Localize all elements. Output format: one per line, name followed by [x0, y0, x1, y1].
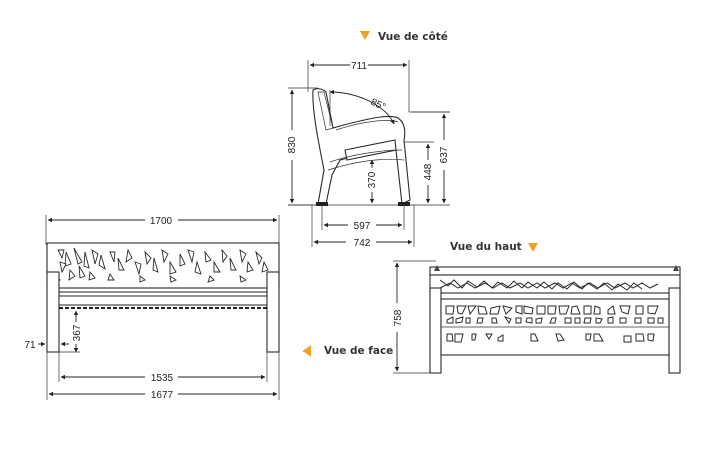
front-view-label: Vue de face: [324, 345, 393, 357]
top-view-marker-icon: [528, 243, 538, 252]
dim-597: 597: [354, 221, 371, 232]
dim-448: 448: [423, 163, 434, 180]
dim-758: 758: [393, 309, 404, 326]
dim-1700: 1700: [150, 216, 173, 227]
top-view-label: Vue du haut: [450, 241, 522, 253]
dim-830: 830: [287, 136, 298, 153]
dim-367: 367: [72, 324, 83, 341]
pattern-seat: [445, 305, 664, 343]
side-view-label: Vue de côté: [378, 31, 448, 43]
top-view: Vue du haut 758: [393, 241, 681, 374]
dim-742: 742: [354, 238, 371, 249]
dim-71: 71: [24, 340, 36, 351]
side-view: Vue de côté 711 830 637 448 370: [287, 31, 450, 249]
dim-1677: 1677: [151, 390, 174, 401]
side-view-marker-icon: [360, 31, 370, 40]
dim-1535: 1535: [151, 373, 174, 384]
front-view: 1700 367 71: [24, 215, 393, 401]
dim-711: 711: [351, 61, 367, 72]
dim-370: 370: [367, 171, 378, 188]
pattern-backrest: [54, 247, 269, 283]
dim-637: 637: [439, 146, 450, 163]
